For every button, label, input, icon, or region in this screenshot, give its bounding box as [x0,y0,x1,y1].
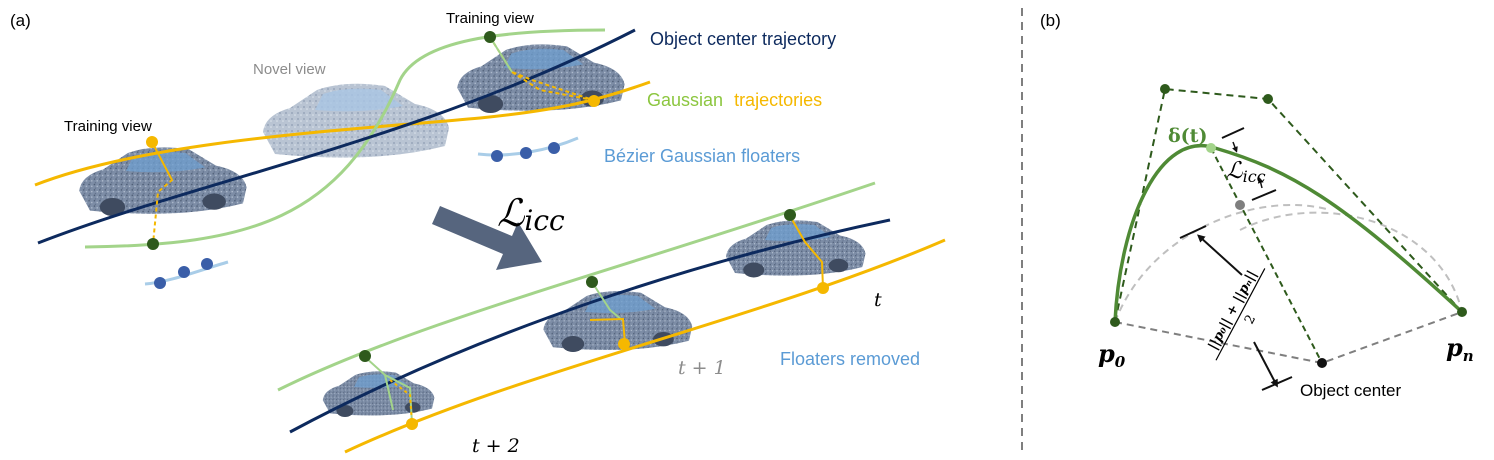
loss-script-a: ℒ [497,191,526,235]
gray-arc-right [1239,211,1463,313]
connector-top-car-green [489,36,513,73]
connector-t-gold [789,215,824,289]
loss-icc-a: ℒicc [497,191,565,237]
connector-top-car [489,36,594,101]
p0-sub: 0 [1115,353,1126,371]
pn-sub: n [1463,347,1474,365]
licc-arrow-top [1232,141,1238,153]
time-label-t-plus-2: t + 2 [472,435,520,457]
object-center-trajectory-lower [289,218,891,434]
point-gold-t1 [618,338,630,350]
gray-arc-left [1114,203,1331,323]
radius-tick-top [1179,225,1207,239]
connector-t1-gold [589,317,626,345]
car-t-plus-1 [543,291,693,352]
floaters-removed-label: Floaters removed [780,349,920,369]
loss-script-b: ℒ [1226,158,1243,184]
pn-label: pn [1446,333,1474,365]
licc-tick-bottom [1251,189,1277,201]
fraction-bar [1215,268,1266,361]
point-midway [1235,200,1245,210]
connector-t1-green [591,281,623,321]
panel-a-label: (a) [10,11,31,30]
fraction-numerator: ||p₀|| + ||pₙ|| [1206,268,1260,352]
gaussian-point-gold-top [588,95,600,107]
point-object-center [1317,358,1327,368]
gaussian-point-green-top [484,31,496,43]
base-to-object-center [1114,311,1463,365]
training-view-left-label: Training view [64,118,152,135]
time-label-t: t [874,289,882,311]
point-p0 [1110,317,1120,327]
trajectories-word: trajectories [734,90,822,110]
training-view-top-label: Training view [446,10,534,27]
gaussian-trajectory-green-upper [84,28,606,249]
gaussian-trajectories-label: Gaussian trajectories [647,90,822,110]
radius-arrow-bottom [1253,341,1278,388]
point-delta-t [1206,143,1216,153]
point-green-t1 [586,276,598,288]
bezier-curve [1113,144,1464,323]
delta-to-center-line [1210,147,1323,364]
bezier-floaters-left [144,258,229,289]
gaussian-point-gold-left [146,136,158,148]
connector-left-car [151,141,174,245]
gaussian-point-green-left [147,238,159,250]
radius-arrow-top [1197,234,1243,276]
object-center-label: Object center [1300,381,1401,400]
p0-base: p [1098,339,1115,368]
fraction-denominator: 2 [1242,313,1259,327]
loss-icc-b: ℒicc [1226,158,1266,186]
time-label-t-plus-1: t + 1 [678,357,726,379]
control-polygon [1114,87,1463,323]
delta-t-label: δ(t) [1168,125,1207,147]
gaussian-trajectory-gold-lower [344,238,946,454]
loss-sub-a: icc [524,204,565,237]
loss-arrow [432,206,542,270]
object-center-trajectory-upper [37,28,636,245]
point-green-t [784,209,796,221]
panel-b-label: (b) [1040,11,1061,30]
point-pn [1457,307,1467,317]
bezier-floaters-label: Bézier Gaussian floaters [604,146,800,166]
gaussian-word: Gaussian [647,90,723,110]
licc-tick-top [1221,127,1245,139]
point-gold-t [817,282,829,294]
licc-arrow-bottom [1257,177,1264,189]
point-green-t2 [359,350,371,362]
gaussian-trajectory-green-lower [277,181,876,392]
car-t-plus-2 [322,371,435,417]
control-point-2 [1263,94,1273,104]
radius-tick-bottom [1261,376,1293,391]
loss-sub-b: icc [1243,167,1266,186]
object-center-trajectory-label: Object center trajectory [650,29,836,49]
p0-label: p0 [1098,339,1126,371]
novel-view-label: Novel view [253,61,326,78]
point-gold-t2 [406,418,418,430]
connector-t2-gold [389,379,413,425]
panel-a: (a) Training view [10,10,946,457]
bezier-floaters-right [477,136,579,162]
panel-b: (b) ||p₀|| + ||pₙ|| [1040,11,1474,400]
pn-base: p [1446,333,1463,362]
control-point-1 [1160,84,1170,94]
